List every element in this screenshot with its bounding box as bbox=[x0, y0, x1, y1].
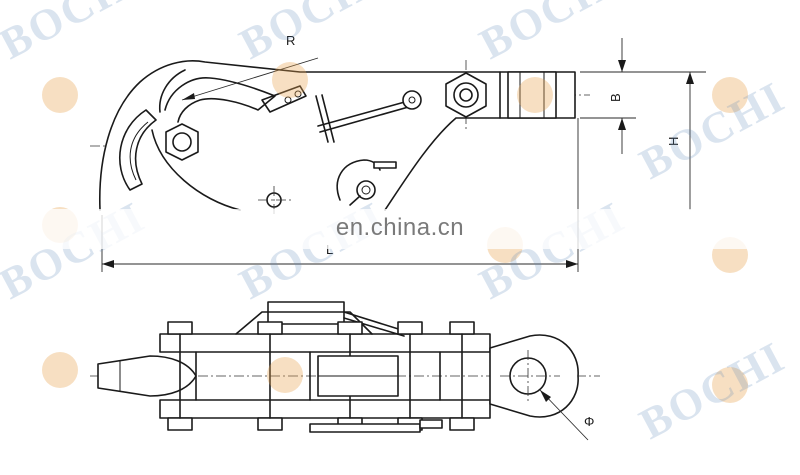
watermark-site-text: en.china.cn bbox=[335, 214, 465, 241]
b-label: B bbox=[608, 93, 623, 102]
plan-bolt-head-3 bbox=[337, 321, 363, 335]
side-elevation-view: R B H L bbox=[90, 33, 706, 272]
plan-bolt-nut-1 bbox=[167, 417, 193, 431]
plan-upper-plate bbox=[159, 333, 491, 353]
hook-slot-outer bbox=[118, 109, 157, 191]
hook-lower-edge bbox=[151, 129, 241, 211]
l-arrowhead-left bbox=[102, 260, 114, 268]
end-hex-nut bbox=[445, 72, 487, 118]
latch-pin-2 bbox=[294, 90, 302, 98]
release-lever-2 bbox=[319, 105, 413, 133]
plan-bolt-head-5 bbox=[449, 321, 475, 335]
radius-dimension-line bbox=[181, 57, 319, 101]
release-lever bbox=[317, 99, 413, 127]
hook-tip bbox=[159, 69, 186, 113]
lever-knob bbox=[402, 90, 422, 110]
radius-label: R bbox=[286, 33, 295, 48]
h-label: H bbox=[666, 137, 681, 146]
plan-lever-2 bbox=[343, 317, 405, 337]
plan-bolts bbox=[167, 321, 475, 431]
end-pin bbox=[459, 88, 473, 102]
arm-bracket bbox=[507, 71, 557, 119]
phi-arrowhead bbox=[540, 390, 551, 402]
watermark-brand-3: BOCHI bbox=[472, 0, 633, 69]
watermark-brand-7: BOCHI bbox=[632, 72, 793, 189]
plan-bolt-nut-5 bbox=[449, 417, 475, 431]
plan-spring-housing bbox=[267, 301, 345, 325]
trip-rod bbox=[321, 94, 335, 143]
spring-bolt bbox=[373, 161, 397, 169]
plan-bolt-head-2 bbox=[257, 321, 283, 335]
h-arrowhead-top bbox=[686, 72, 694, 84]
l-label: L bbox=[326, 242, 333, 257]
lever-knob-pin bbox=[408, 96, 416, 104]
l-arrowhead-right bbox=[566, 260, 578, 268]
watermark-brand-2: BOCHI bbox=[232, 0, 393, 69]
spring-tail bbox=[349, 195, 361, 206]
latch-pin-1 bbox=[284, 96, 292, 104]
watermark-brand-8: BOCHI bbox=[632, 332, 793, 449]
plan-hook-tip bbox=[97, 355, 197, 397]
plan-view: Φ bbox=[90, 301, 600, 441]
plan-trigger-bolt bbox=[419, 419, 443, 429]
end-washer bbox=[453, 82, 479, 108]
hook-slot-inner bbox=[129, 121, 149, 181]
phi-label: Φ bbox=[584, 414, 594, 429]
radius-arrow bbox=[182, 93, 195, 100]
plan-trigger-bar bbox=[309, 423, 421, 433]
watermark-band bbox=[0, 209, 800, 249]
plan-bolt-head-4 bbox=[397, 321, 423, 335]
pivot-bolt bbox=[172, 132, 192, 152]
plan-bolt-head-1 bbox=[167, 321, 193, 335]
latch-link bbox=[261, 85, 307, 113]
watermark-brand-1: BOCHI bbox=[0, 0, 153, 69]
pivot-hex-nut bbox=[165, 123, 199, 161]
b-arrowhead-bottom bbox=[618, 118, 626, 130]
plan-bolt-nut-2 bbox=[257, 417, 283, 431]
spring-hook-bolt bbox=[361, 185, 371, 195]
spring-hook-nut bbox=[356, 180, 376, 200]
b-arrowhead-top bbox=[618, 60, 626, 72]
plan-lower-plate bbox=[159, 399, 491, 419]
trip-rod-2 bbox=[315, 95, 329, 143]
